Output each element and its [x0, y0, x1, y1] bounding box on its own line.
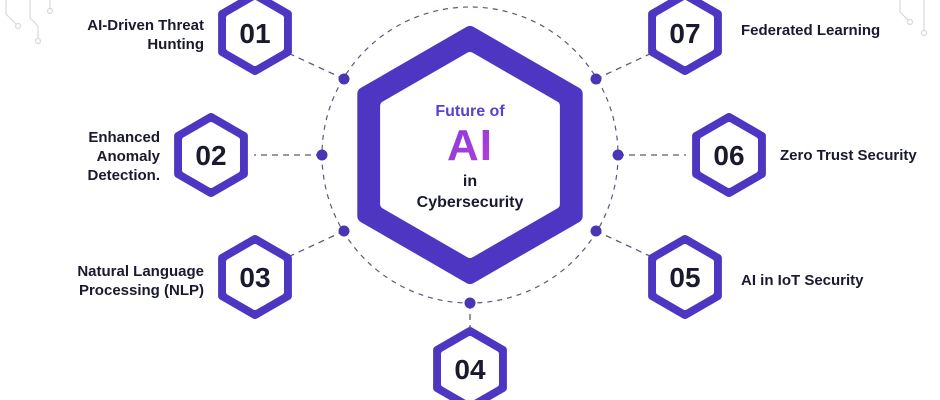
connector-line — [287, 52, 345, 80]
label-02: Enhanced Anomaly Detection. — [87, 129, 160, 184]
node-number: 01 — [239, 18, 270, 49]
connector-line — [287, 230, 345, 258]
node-04: 04 — [433, 327, 507, 400]
center-hexagon-shape — [357, 26, 583, 284]
center-title-line1: Future of — [435, 103, 505, 120]
node-number: 02 — [195, 140, 226, 171]
ring-dot — [590, 225, 602, 237]
node-hexagon-inner — [226, 244, 284, 310]
node-01: 01 — [218, 0, 292, 75]
node-number: 05 — [669, 262, 700, 293]
ring-dot — [590, 73, 602, 85]
node-hexagon-inner — [656, 0, 714, 66]
node-05: 05 — [648, 235, 722, 319]
ring-dot — [316, 149, 328, 161]
connector-line — [595, 230, 653, 258]
node-number: 07 — [669, 18, 700, 49]
center-title-line4: Cybersecurity — [416, 194, 524, 211]
label-07: Federated Learning — [741, 22, 881, 39]
node-hexagon-inner — [182, 122, 240, 188]
node-number: 04 — [454, 354, 486, 385]
label-06: Zero Trust Security — [780, 147, 917, 164]
node-hexagon-inner — [656, 244, 714, 310]
center-title-ai: AI — [395, 122, 545, 170]
circuit-decoration-left — [5, 0, 54, 45]
label-05: AI in IoT Security — [741, 272, 864, 289]
node-hexagon-inner — [226, 0, 284, 66]
label-01: AI-Driven Threat Hunting — [87, 17, 204, 53]
node-hexagon-inner — [441, 336, 499, 400]
node-07: 07 — [648, 0, 722, 75]
ring-dot — [464, 297, 476, 309]
center-title-line3: in — [462, 173, 478, 190]
circuit-decoration-right — [899, 0, 928, 37]
node-03: 03 — [218, 235, 292, 319]
center-hexagon-inner — [380, 52, 560, 258]
ring-dot — [612, 149, 624, 161]
label-03: Natural Language Processing (NLP) — [77, 263, 204, 299]
connector-line — [595, 52, 653, 80]
center-title: Future of AI in Cybersecurity — [395, 102, 545, 214]
node-number: 06 — [713, 140, 744, 171]
ring-dot — [338, 73, 350, 85]
node-number: 03 — [239, 262, 270, 293]
ring-dot — [338, 225, 350, 237]
node-06: 06 — [692, 113, 766, 197]
node-hexagon-inner — [700, 122, 758, 188]
node-02: 02 — [174, 113, 248, 197]
